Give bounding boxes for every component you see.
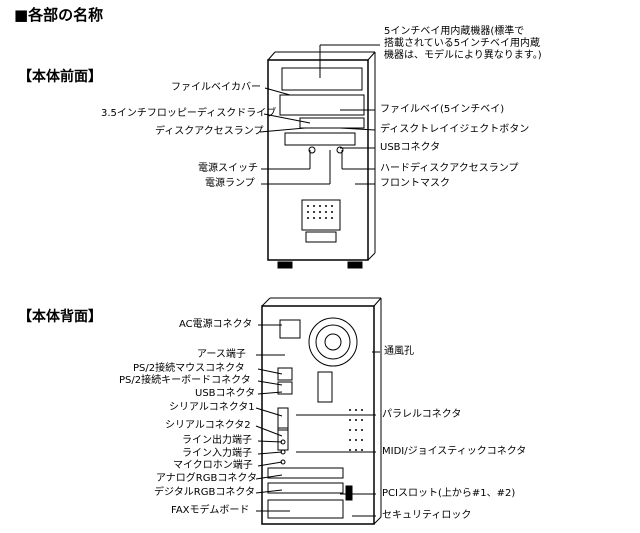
label-parallel: パラレルコネクタ	[382, 409, 462, 420]
front-case	[267, 51, 376, 269]
label-line-out: ライン出力端子	[182, 435, 252, 446]
label-hdd-lamp: ハードディスクアクセスランプ	[380, 163, 519, 174]
page-title: ■各部の名称	[14, 6, 104, 24]
front-heading: 【本体前面】	[18, 69, 102, 85]
label-midi: MIDI/ジョイスティックコネクタ	[382, 446, 527, 457]
label-disk-lamp: ディスクアクセスランプ	[155, 126, 264, 137]
label-analog-rgb: アナログRGBコネクタ	[156, 473, 257, 484]
label-lock: セキュリティロック	[382, 510, 472, 521]
label-power-switch: 電源スイッチ	[198, 163, 258, 174]
label-earth: アース端子	[197, 349, 246, 360]
label-serial1: シリアルコネクタ1	[169, 402, 255, 413]
label-file-bay: ファイルベイ(5インチベイ)	[380, 104, 505, 115]
back-vents	[349, 409, 363, 451]
label-back-usb: USBコネクタ	[195, 388, 256, 399]
label-ac: AC電源コネクタ	[179, 319, 253, 330]
label-fax: FAXモデムボード	[171, 505, 250, 516]
label-bay-cover: ファイルベイカバー	[171, 82, 261, 93]
label-ps2-kbd: PS/2接続キーボードコネクタ	[119, 375, 251, 386]
label-digital-rgb: デジタルRGBコネクタ	[154, 487, 255, 498]
label-fdd: 3.5インチフロッピーディスクドライブ	[101, 108, 277, 119]
front-vents	[307, 205, 333, 219]
label-bay-device-3: 機器は、モデルにより異なります。)	[384, 50, 542, 61]
label-bay-device: 5インチベイ用内蔵機器(標準で	[384, 26, 525, 37]
label-vent: 通風孔	[384, 346, 414, 357]
label-power-lamp: 電源ランプ	[205, 178, 255, 189]
label-serial2: シリアルコネクタ2	[165, 420, 251, 431]
label-bay-device-2: 搭載されている5インチベイ用内蔵	[384, 38, 541, 49]
label-pci: PCIスロット(上から#1、#2)	[382, 488, 516, 499]
label-line-in: ライン入力端子	[182, 448, 252, 459]
label-ps2-mouse: PS/2接続マウスコネクタ	[133, 363, 245, 374]
label-eject: ディスクトレイイジェクトボタン	[380, 124, 530, 135]
label-front-mask: フロントマスク	[380, 178, 450, 189]
label-front-usb: USBコネクタ	[380, 142, 441, 153]
label-mic: マイクロホン端子	[173, 460, 253, 471]
back-heading: 【本体背面】	[18, 309, 102, 325]
